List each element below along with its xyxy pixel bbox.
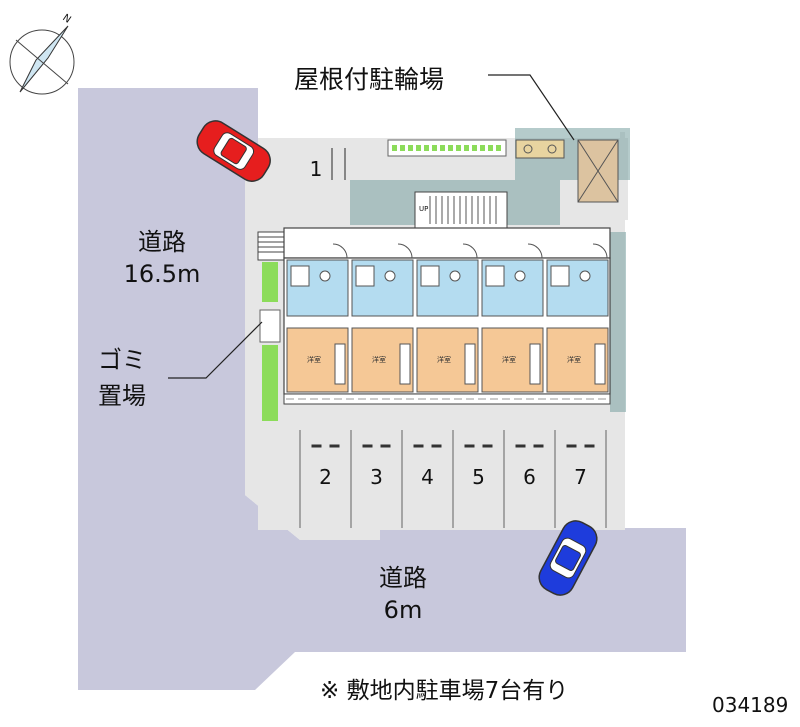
garbage-leader (168, 321, 263, 379)
blue-car-icon (538, 520, 598, 596)
unit-bath (550, 265, 570, 287)
unit-room-label: 洋室 (307, 355, 321, 364)
north-compass-icon: N (9, 12, 75, 95)
parking-slot-1-number: 1 (310, 157, 323, 181)
parking-slot-7-number: 7 (574, 465, 587, 489)
unit-closet (529, 343, 541, 385)
greenery-left-upper (262, 262, 278, 302)
unit-2: 洋室 (351, 243, 414, 393)
unit-door-swing (332, 243, 348, 259)
unit-closet (464, 343, 476, 385)
unit-closet (594, 343, 606, 385)
unit-toilet (449, 270, 461, 282)
unit-toilet (579, 270, 591, 282)
garbage-label-line2: 置場 (98, 382, 146, 410)
unit-closet (399, 343, 411, 385)
unit-room-label: 洋室 (372, 355, 386, 364)
unit-bath (290, 265, 310, 287)
unit-bath (420, 265, 440, 287)
unit-toilet (384, 270, 396, 282)
parking-slot-5-number: 5 (472, 465, 485, 489)
road-west (78, 88, 686, 690)
road-west-name: 道路 (138, 228, 186, 256)
bike-parking-leader (488, 74, 575, 141)
bike-rack (515, 139, 565, 159)
building-corridor (283, 227, 611, 259)
east-shadow (610, 232, 626, 412)
north-mark: N (60, 12, 72, 25)
parking-slot-2-number: 2 (319, 465, 332, 489)
unit-bath (355, 265, 375, 287)
apartment-units: 洋室 洋室 洋室 洋室 洋室 (286, 243, 609, 393)
stairs-up-label: UP (419, 205, 428, 213)
property-id: 034189 (712, 693, 788, 717)
garbage-area (259, 309, 281, 343)
unit-door-swing (397, 243, 413, 259)
unit-toilet (514, 270, 526, 282)
red-car-icon (196, 120, 271, 182)
road-west-width: 16.5m (124, 260, 201, 288)
road-south-name: 道路 (379, 564, 427, 592)
unit-toilet (319, 270, 331, 282)
unit-room-label: 洋室 (502, 355, 516, 364)
parking-slot-6-number: 6 (523, 465, 536, 489)
parking-slots: 2 3 4 5 6 7 (299, 430, 607, 528)
unit-bath (485, 265, 505, 287)
unit-door-swing (527, 243, 543, 259)
unit-5: 洋室 (546, 243, 609, 393)
parking-note: ※ 敷地内駐車場7台有り (320, 678, 568, 704)
staircase (414, 191, 508, 229)
unit-door-swing (592, 243, 608, 259)
road-south-width: 6m (384, 596, 423, 624)
greenery-left-lower (262, 345, 278, 421)
unit-closet (334, 343, 346, 385)
unit-room-label: 洋室 (437, 355, 451, 364)
site-front-ground (258, 420, 625, 530)
covered-bike-parking-label: 屋根付駐輪場 (294, 65, 444, 94)
side-stairs (257, 231, 285, 261)
unit-room-label: 洋室 (567, 355, 581, 364)
parking-slot-3-number: 3 (370, 465, 383, 489)
unit-4: 洋室 (481, 243, 544, 393)
unit-1: 洋室 (286, 243, 349, 393)
parking-slot-4-number: 4 (421, 465, 434, 489)
unit-door-swing (462, 243, 478, 259)
garbage-label-line1: ゴミ (98, 346, 146, 374)
greenery-top (387, 139, 507, 157)
unit-3: 洋室 (416, 243, 479, 393)
